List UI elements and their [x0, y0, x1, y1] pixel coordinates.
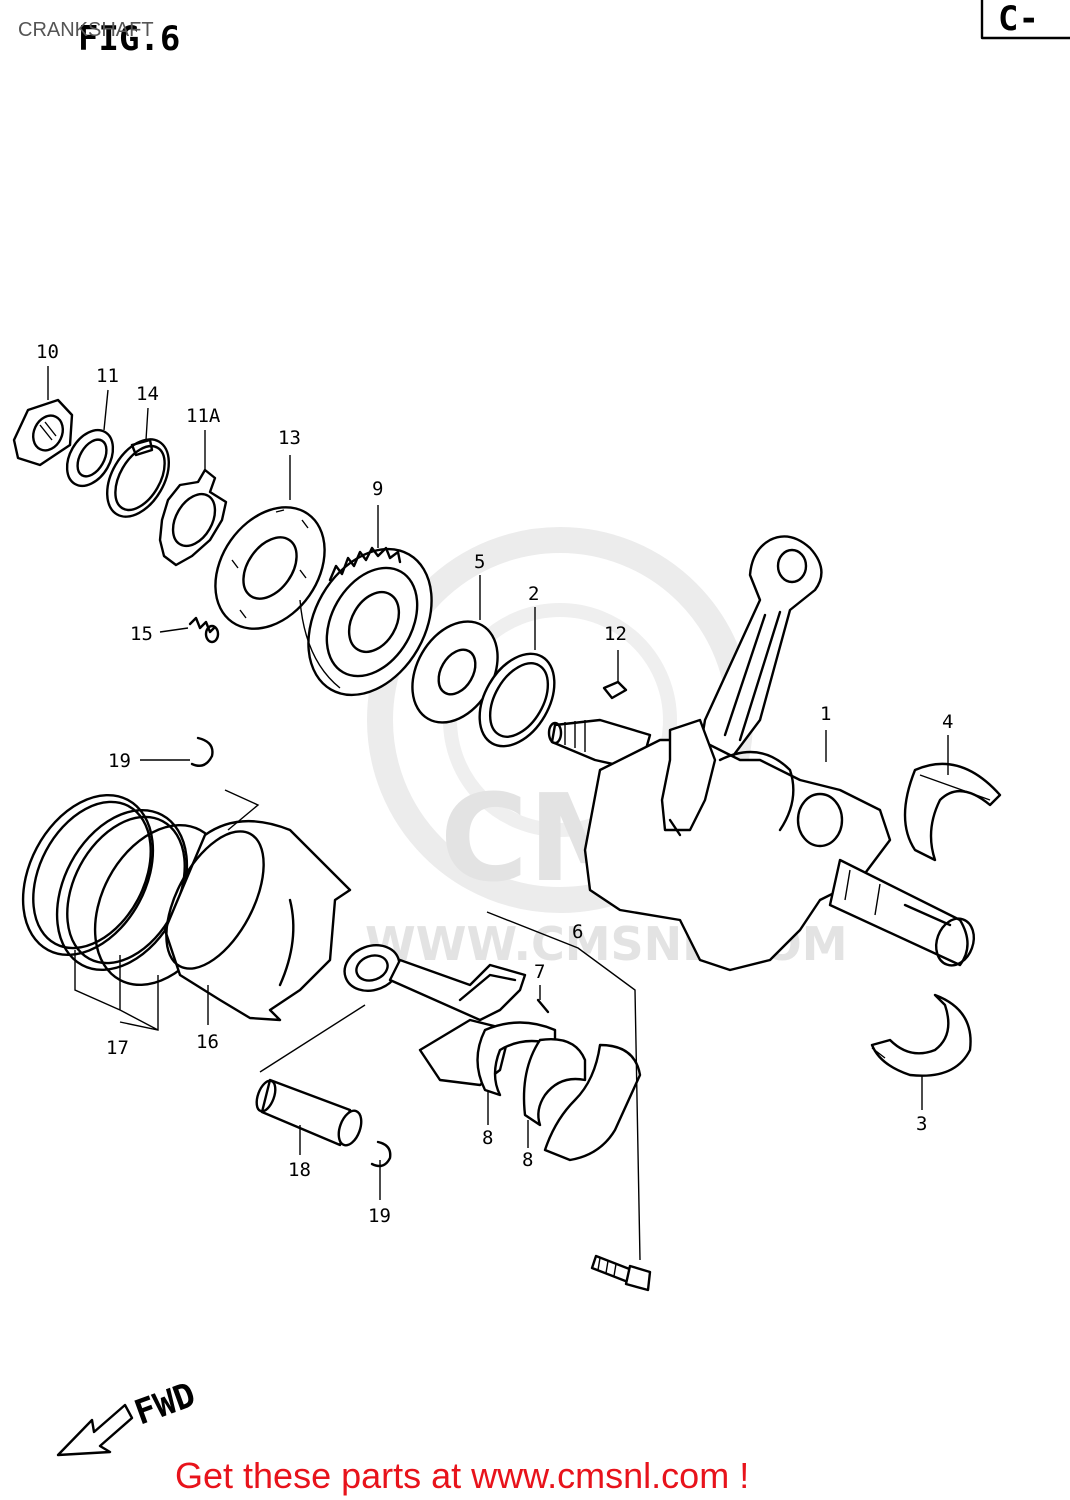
part-14-circlip — [106, 438, 170, 518]
part-3-bearing — [870, 993, 972, 1077]
callout-9: 9 — [372, 478, 383, 500]
corner-tag: C- — [980, 0, 1070, 40]
callout-11a: 11A — [186, 405, 221, 427]
part-6-conrod — [343, 944, 527, 1087]
part-12-key — [602, 680, 628, 700]
figure-label: FIG.6 — [78, 19, 180, 59]
callout-labels: 10 11 14 11A 13 9 15 5 2 12 1 4 19 6 7 1… — [36, 341, 953, 1227]
callout-3: 3 — [916, 1113, 927, 1135]
corner-tag-text: C- — [998, 0, 1039, 39]
callout-12: 12 — [604, 623, 627, 645]
callout-18: 18 — [288, 1159, 311, 1181]
callout-2: 2 — [528, 583, 539, 605]
part-16-piston — [163, 820, 352, 1022]
callout-8-a: 8 — [482, 1127, 493, 1149]
part-10-nut — [12, 398, 74, 467]
callout-19-bottom: 19 — [368, 1205, 391, 1227]
page-caption: CRANKSHAFT — [18, 19, 154, 41]
footer-cta-link[interactable]: Get these parts at www.cmsnl.com ! — [175, 1455, 749, 1496]
part-9-gear — [299, 546, 433, 697]
callout-5: 5 — [474, 551, 485, 573]
part-11a-lock-washer — [158, 468, 228, 567]
conrod-bolt — [590, 1254, 652, 1292]
part-1-crankshaft — [547, 535, 976, 972]
callout-10: 10 — [36, 341, 59, 363]
part-18-piston-pin — [255, 1078, 363, 1147]
part-2-ring — [478, 652, 556, 748]
callout-7: 7 — [534, 961, 545, 983]
part-15-spring — [188, 616, 220, 644]
part-19-clip-bottom — [370, 1140, 392, 1168]
callout-1: 1 — [820, 703, 831, 725]
callout-11: 11 — [96, 365, 119, 387]
arrow-icon — [56, 1403, 134, 1457]
part-13-timing-plate — [214, 506, 326, 630]
callout-4: 4 — [942, 711, 953, 733]
callout-19-top: 19 — [108, 750, 131, 772]
callout-13: 13 — [278, 427, 301, 449]
callout-16: 16 — [196, 1031, 219, 1053]
direction-label: FWD — [129, 1375, 200, 1434]
part-19-clip-top — [190, 736, 214, 767]
callout-8-b: 8 — [522, 1149, 533, 1171]
part-11-washer — [65, 428, 115, 488]
callout-6: 6 — [572, 921, 583, 943]
callout-17: 17 — [106, 1037, 129, 1059]
leader-lines — [47, 366, 949, 1261]
part-4-bearing — [903, 762, 1002, 862]
forward-arrow: FWD — [56, 1375, 201, 1457]
callout-15: 15 — [130, 623, 153, 645]
part-8-bearings — [476, 1021, 642, 1162]
part-7-pin — [536, 998, 550, 1014]
callout-14: 14 — [136, 383, 159, 405]
